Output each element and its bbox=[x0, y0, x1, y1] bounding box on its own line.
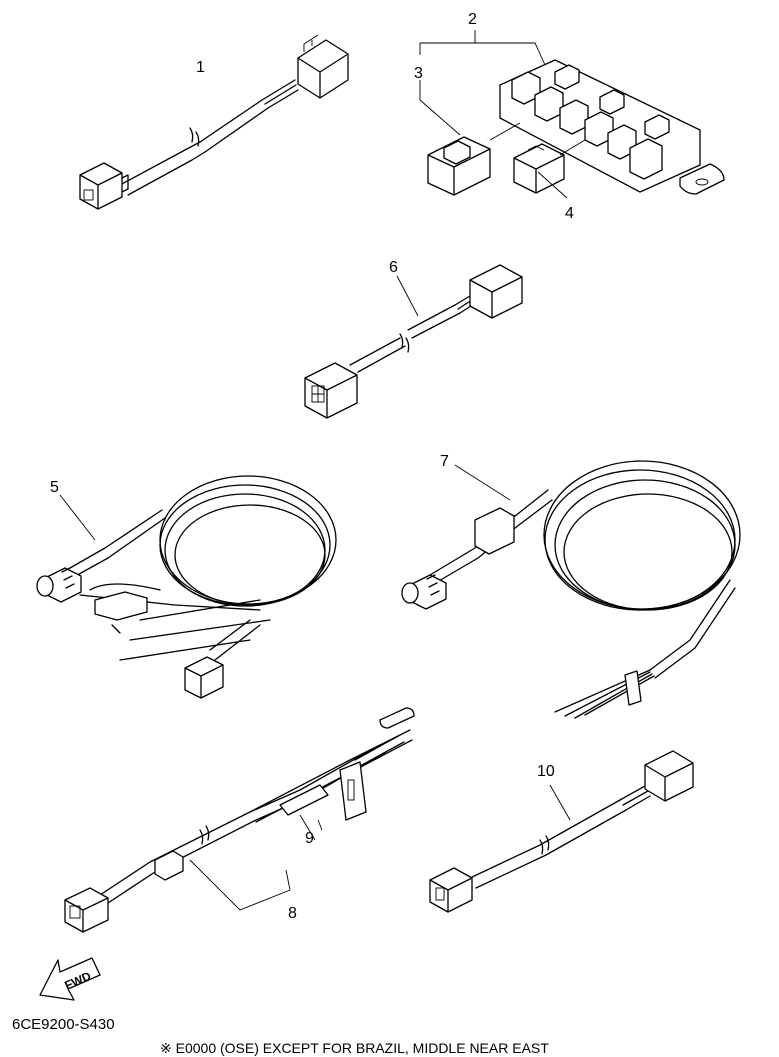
part-4-connector[interactable] bbox=[513, 143, 565, 194]
part-5-cable[interactable] bbox=[36, 475, 337, 699]
callout-6: 6 bbox=[389, 259, 398, 276]
leader-2 bbox=[419, 30, 546, 66]
part-6-harness[interactable] bbox=[304, 264, 523, 419]
leader-8 bbox=[189, 859, 291, 911]
fwd-arrow-icon: FWD bbox=[39, 957, 101, 1001]
callout-2: 2 bbox=[468, 11, 477, 28]
part-2-connector-block[interactable] bbox=[499, 59, 725, 195]
callout-7: 7 bbox=[440, 453, 449, 470]
callout-9: 9 bbox=[305, 830, 314, 847]
footer-note: ※ E0000 (OSE) EXCEPT FOR BRAZIL, MIDDLE … bbox=[160, 1040, 549, 1056]
part-9-fuse-holder[interactable] bbox=[279, 761, 367, 821]
leader-5 bbox=[59, 494, 96, 541]
diagram-code: 6CE9200-S430 bbox=[12, 1016, 115, 1033]
callout-5: 5 bbox=[50, 479, 59, 496]
leader-7 bbox=[454, 464, 511, 501]
part-8-harness[interactable] bbox=[64, 707, 415, 933]
leader-9 bbox=[299, 814, 323, 841]
part-10-harness[interactable] bbox=[429, 750, 694, 913]
leader-4 bbox=[537, 171, 568, 199]
callout-8: 8 bbox=[288, 905, 297, 922]
part-1-harness[interactable] bbox=[79, 34, 349, 210]
leader-3 bbox=[419, 80, 461, 136]
leader-6 bbox=[396, 275, 419, 317]
callout-3: 3 bbox=[414, 65, 423, 82]
callout-10: 10 bbox=[537, 763, 555, 780]
leader-10 bbox=[549, 784, 571, 821]
part-3-connector[interactable] bbox=[427, 136, 491, 196]
part-7-cable[interactable] bbox=[401, 460, 741, 719]
callout-4: 4 bbox=[565, 205, 574, 222]
callout-1: 1 bbox=[196, 59, 205, 76]
